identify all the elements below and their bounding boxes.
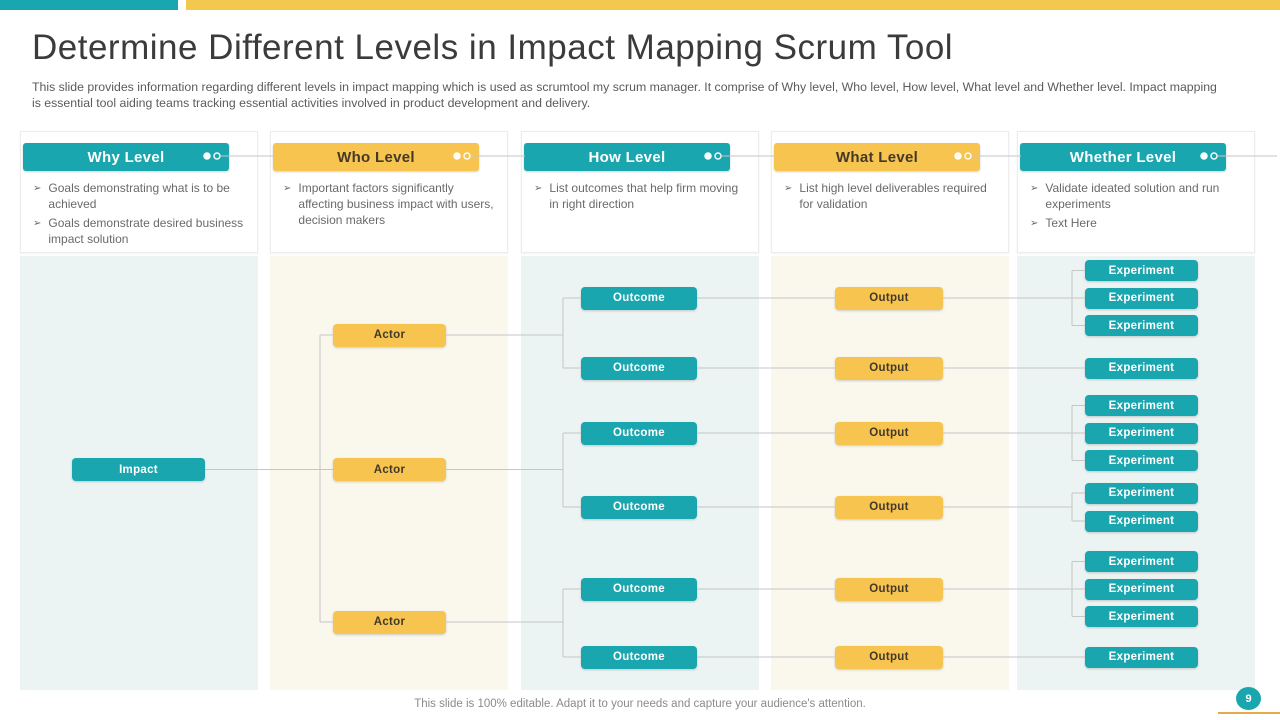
bullet-arrow-icon: ➢ xyxy=(534,183,543,194)
output-node: Output xyxy=(835,356,943,380)
who-level-header: Who Level xyxy=(273,143,479,171)
column-who-level: Who Level ➢ Important factors significant… xyxy=(270,131,508,690)
actor-node: Actor xyxy=(333,610,446,634)
bullet-text: List high level deliverables required fo… xyxy=(799,181,987,211)
bullet-text: Text Here xyxy=(1045,215,1097,230)
whether-level-card: Whether Level ➢ Validate ideated solution… xyxy=(1017,131,1255,253)
how-level-header: How Level xyxy=(524,143,730,171)
bullet-item: ➢ Important factors significantly affecti… xyxy=(283,181,499,229)
why-level-header: Why Level xyxy=(23,143,229,171)
bullet-arrow-icon: ➢ xyxy=(1030,217,1039,229)
bullet-text: Goals demonstrate desired business impac… xyxy=(48,215,244,246)
outcome-node: Outcome xyxy=(581,495,697,519)
who-level-label: Who Level xyxy=(337,148,415,166)
how-level-tree-area xyxy=(521,256,759,690)
experiment-node: Experiment xyxy=(1085,450,1198,471)
output-node: Output xyxy=(835,421,943,445)
experiment-node: Experiment xyxy=(1085,606,1198,627)
experiment-node: Experiment xyxy=(1085,315,1198,336)
actor-node: Actor xyxy=(333,458,446,481)
output-node: Output xyxy=(835,495,943,519)
impact-node: Impact xyxy=(72,458,205,481)
top-accent-bar-yellow xyxy=(186,0,1280,10)
outcome-node: Outcome xyxy=(581,421,697,445)
outcome-node: Outcome xyxy=(581,286,697,310)
bullet-item: ➢ Validate ideated solution and run exper… xyxy=(1030,181,1246,213)
bullet-text: List outcomes that help firm moving in r… xyxy=(549,181,739,211)
bullet-item: ➢ Goals demonstrate desired business impa… xyxy=(33,216,249,248)
experiment-node: Experiment xyxy=(1085,260,1198,281)
experiment-node: Experiment xyxy=(1085,482,1198,504)
bullet-arrow-icon: ➢ xyxy=(1030,183,1039,194)
footer-note: This slide is 100% editable. Adapt it to… xyxy=(414,698,866,710)
whether-level-header: Whether Level xyxy=(1020,143,1226,171)
output-node: Output xyxy=(835,286,943,310)
outcome-node: Outcome xyxy=(581,577,697,601)
experiment-node: Experiment xyxy=(1085,395,1198,416)
bullet-text: Important factors significantly affectin… xyxy=(298,181,494,227)
experiment-node: Experiment xyxy=(1085,287,1198,309)
experiment-node: Experiment xyxy=(1085,510,1198,532)
what-level-card: What Level ➢ List high level deliverables… xyxy=(771,131,1009,253)
who-level-card: Who Level ➢ Important factors significant… xyxy=(270,131,508,253)
experiment-node: Experiment xyxy=(1085,578,1198,600)
output-node: Output xyxy=(835,645,943,669)
whether-level-label: Whether Level xyxy=(1069,148,1177,166)
outcome-node: Outcome xyxy=(581,645,697,669)
why-level-label: Why Level xyxy=(87,148,165,166)
bullet-arrow-icon: ➢ xyxy=(33,217,42,229)
what-level-tree-area xyxy=(771,256,1009,690)
what-level-label: What Level xyxy=(835,148,919,166)
top-accent-bar-teal xyxy=(0,0,178,10)
why-level-card: Why Level ➢ Goals demonstrating what is t… xyxy=(20,131,258,253)
outcome-node: Outcome xyxy=(581,356,697,380)
bullet-arrow-icon: ➢ xyxy=(784,183,793,194)
who-level-bullets: ➢ Important factors significantly affecti… xyxy=(271,171,507,229)
experiment-node: Experiment xyxy=(1085,357,1198,379)
bullet-item: ➢ List high level deliverables required f… xyxy=(784,181,1000,213)
actor-node: Actor xyxy=(333,323,446,347)
experiment-node: Experiment xyxy=(1085,551,1198,572)
why-level-bullets: ➢ Goals demonstrating what is to be achie… xyxy=(21,171,257,248)
what-level-header: What Level xyxy=(774,143,980,171)
bullet-item: ➢ Text Here xyxy=(1030,216,1246,232)
whether-level-bullets: ➢ Validate ideated solution and run exper… xyxy=(1018,171,1254,232)
bullet-arrow-icon: ➢ xyxy=(283,183,292,194)
output-node: Output xyxy=(835,577,943,601)
experiment-node: Experiment xyxy=(1085,422,1198,444)
page-number-underline xyxy=(1218,712,1280,714)
how-level-bullets: ➢ List outcomes that help firm moving in … xyxy=(522,171,758,213)
slide-description: This slide provides information regardin… xyxy=(32,80,1217,111)
bullet-arrow-icon: ➢ xyxy=(33,183,42,194)
column-how-level: How Level ➢ List outcomes that help firm … xyxy=(521,131,759,690)
column-what-level: What Level ➢ List high level deliverables… xyxy=(771,131,1009,690)
experiment-node: Experiment xyxy=(1085,646,1198,668)
page-title: Determine Different Levels in Impact Map… xyxy=(32,28,954,67)
page-number-badge: 9 xyxy=(1236,687,1261,710)
how-level-label: How Level xyxy=(588,148,666,166)
bullet-text: Validate ideated solution and run experi… xyxy=(1045,181,1220,211)
column-why-level: Why Level ➢ Goals demonstrating what is t… xyxy=(20,131,258,690)
bullet-text: Goals demonstrating what is to be achiev… xyxy=(48,181,230,211)
bullet-item: ➢ List outcomes that help firm moving in … xyxy=(534,181,750,213)
what-level-bullets: ➢ List high level deliverables required f… xyxy=(772,171,1008,213)
bullet-item: ➢ Goals demonstrating what is to be achie… xyxy=(33,181,249,213)
how-level-card: How Level ➢ List outcomes that help firm … xyxy=(521,131,759,253)
